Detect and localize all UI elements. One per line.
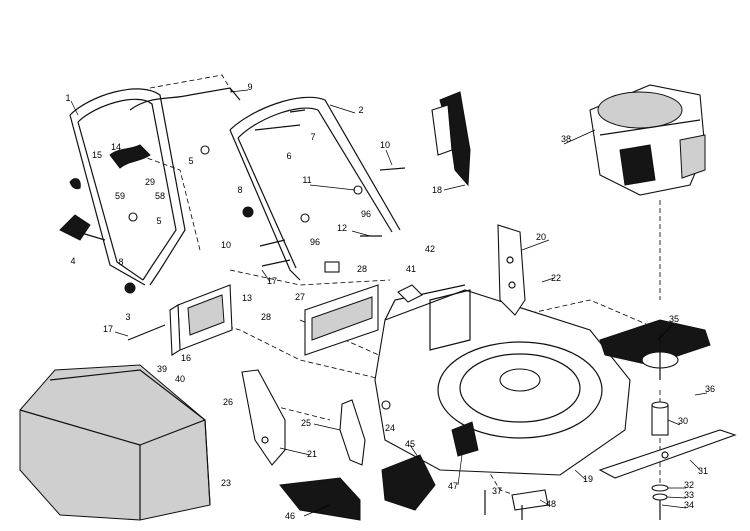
spacer xyxy=(651,401,669,436)
callout-42: 42 xyxy=(425,244,435,254)
callout-1: 1 xyxy=(65,93,70,103)
callout-5: 5 xyxy=(188,156,193,166)
height-bracket xyxy=(304,284,379,356)
callout-41: 41 xyxy=(406,264,416,274)
callout-47: 47 xyxy=(448,481,458,491)
callout-96: 96 xyxy=(310,237,320,247)
callout-12: 12 xyxy=(337,223,347,233)
washer-59 xyxy=(69,178,81,190)
callout-4: 4 xyxy=(70,256,75,266)
callout-19: 19 xyxy=(583,474,593,484)
blade xyxy=(598,429,737,479)
callout-6: 6 xyxy=(286,151,291,161)
callout-28: 28 xyxy=(357,264,367,274)
callout-10: 10 xyxy=(380,140,390,150)
callout-8: 8 xyxy=(237,185,242,195)
callout-59: 59 xyxy=(115,191,125,201)
side-deflector xyxy=(279,477,361,521)
rear-flap-hinge xyxy=(169,284,233,356)
wheel-bracket xyxy=(497,224,526,316)
callout-23: 23 xyxy=(221,478,231,488)
grass-catcher xyxy=(19,364,211,521)
bracket-48 xyxy=(484,489,549,520)
control-cable xyxy=(129,87,241,111)
lower-handle-left xyxy=(69,88,186,286)
callout-8: 8 xyxy=(118,257,123,267)
callout-38: 38 xyxy=(561,134,571,144)
rear-bracket xyxy=(241,369,286,466)
blade-adapter xyxy=(599,319,711,380)
callout-15: 15 xyxy=(92,150,102,160)
hose-grip xyxy=(109,144,151,169)
callout-24: 24 xyxy=(385,423,395,433)
callout-9: 9 xyxy=(247,82,252,92)
upper-handle-right xyxy=(229,96,401,281)
callout-31: 31 xyxy=(698,466,708,476)
callout-34: 34 xyxy=(684,500,694,510)
callout-5: 5 xyxy=(156,216,161,226)
callout-20: 20 xyxy=(536,232,546,242)
callout-30: 30 xyxy=(678,416,688,426)
callout-14: 14 xyxy=(111,142,121,152)
callout-13: 13 xyxy=(242,293,252,303)
callout-36: 36 xyxy=(705,384,715,394)
callout-17: 17 xyxy=(267,276,277,286)
callout-25: 25 xyxy=(301,418,311,428)
callout-45: 45 xyxy=(405,439,415,449)
callout-58: 58 xyxy=(155,191,165,201)
callout-29: 29 xyxy=(145,177,155,187)
callout-10: 10 xyxy=(221,240,231,250)
callout-32: 32 xyxy=(684,480,694,490)
callout-96: 96 xyxy=(361,209,371,219)
callout-48: 48 xyxy=(546,499,556,509)
blade-washers xyxy=(651,484,669,520)
callout-27: 27 xyxy=(295,292,305,302)
fasteners-handle xyxy=(124,109,406,341)
leader-lines xyxy=(70,89,708,517)
engine xyxy=(589,84,706,196)
callout-46: 46 xyxy=(285,511,295,521)
callout-26: 26 xyxy=(223,397,233,407)
plate-25 xyxy=(339,399,366,466)
callout-11: 11 xyxy=(302,175,311,185)
discharge-deflector xyxy=(431,91,471,187)
plug-41 xyxy=(397,284,423,303)
callout-21: 21 xyxy=(307,449,317,459)
callout-40: 40 xyxy=(175,374,185,384)
callout-7: 7 xyxy=(310,132,315,142)
callout-33: 33 xyxy=(684,490,694,500)
mulch-plug xyxy=(451,421,479,457)
callout-18: 18 xyxy=(432,185,442,195)
callout-16: 16 xyxy=(181,353,191,363)
callout-22: 22 xyxy=(551,273,561,283)
callout-3: 3 xyxy=(125,312,130,322)
callout-labels: 1234556788910101112131415161717181920212… xyxy=(65,82,715,521)
callout-35: 35 xyxy=(669,314,679,324)
callout-17: 17 xyxy=(103,324,113,334)
callout-28: 28 xyxy=(261,312,271,322)
mower-deck xyxy=(374,284,631,476)
callout-39: 39 xyxy=(157,364,167,374)
callout-37: 37 xyxy=(492,486,502,496)
cover-45 xyxy=(381,454,436,511)
callout-2: 2 xyxy=(358,105,363,115)
handle-knob xyxy=(59,214,106,241)
